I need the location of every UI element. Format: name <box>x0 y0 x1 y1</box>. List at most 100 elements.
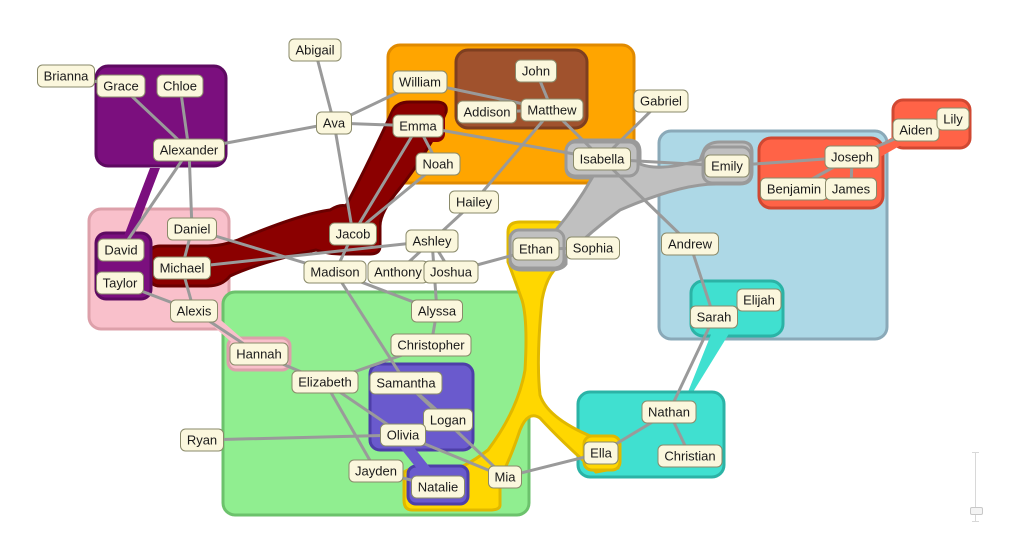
node-label: Isabella <box>580 152 626 167</box>
node-box <box>392 70 448 94</box>
node-david[interactable]: David <box>97 238 145 262</box>
node-box <box>316 111 352 135</box>
node-alexis[interactable]: Alexis <box>170 299 218 323</box>
node-benjamin[interactable]: Benjamin <box>760 177 828 201</box>
zoom-slider[interactable] <box>969 452 983 522</box>
node-box <box>936 107 970 131</box>
node-label: Sophia <box>573 241 614 256</box>
node-label: John <box>522 64 550 79</box>
node-madison[interactable]: Madison <box>303 260 367 284</box>
node-alyssa[interactable]: Alyssa <box>411 299 463 323</box>
node-elijah[interactable]: Elijah <box>736 288 782 312</box>
node-christian[interactable]: Christian <box>657 444 723 468</box>
node-taylor[interactable]: Taylor <box>96 271 144 295</box>
node-mia[interactable]: Mia <box>488 465 522 489</box>
node-abigail[interactable]: Abigail <box>288 38 342 62</box>
node-christopher[interactable]: Christopher <box>390 333 472 357</box>
node-label: Christian <box>664 449 715 464</box>
node-box <box>390 333 472 357</box>
node-box <box>583 441 619 465</box>
node-hannah[interactable]: Hannah <box>229 342 289 366</box>
node-label: Daniel <box>174 222 211 237</box>
node-box <box>153 138 225 162</box>
node-chloe[interactable]: Chloe <box>156 74 204 98</box>
node-emily[interactable]: Emily <box>704 154 750 178</box>
node-hailey[interactable]: Hailey <box>449 190 499 214</box>
node-samantha[interactable]: Samantha <box>369 371 443 395</box>
node-joseph[interactable]: Joseph <box>824 145 880 169</box>
node-ashley[interactable]: Ashley <box>405 229 459 253</box>
node-jacob[interactable]: Jacob <box>329 222 377 246</box>
edge-elizabeth-jayden <box>323 380 378 473</box>
node-box <box>704 154 750 178</box>
node-label: Ethan <box>519 242 553 257</box>
node-box <box>37 64 95 88</box>
node-box <box>392 114 444 138</box>
node-box <box>633 89 689 113</box>
node-grace[interactable]: Grace <box>96 74 146 98</box>
node-label: Logan <box>430 413 466 428</box>
edge-alexander-daniel <box>187 148 194 231</box>
node-box <box>348 459 404 483</box>
node-anthony[interactable]: Anthony <box>367 260 429 284</box>
node-brianna[interactable]: Brianna <box>37 64 95 88</box>
node-box <box>411 299 463 323</box>
node-elizabeth[interactable]: Elizabeth <box>291 370 359 394</box>
node-sophia[interactable]: Sophia <box>566 236 620 260</box>
node-box <box>405 229 459 253</box>
node-ava[interactable]: Ava <box>316 111 352 135</box>
node-box <box>488 465 522 489</box>
node-label: Hailey <box>456 195 493 210</box>
node-box <box>303 260 367 284</box>
node-ella[interactable]: Ella <box>583 441 619 465</box>
node-natalie[interactable]: Natalie <box>411 475 465 499</box>
node-isabella[interactable]: Isabella <box>573 147 631 171</box>
node-label: Elijah <box>743 293 775 308</box>
node-gabriel[interactable]: Gabriel <box>633 89 689 113</box>
node-box <box>329 222 377 246</box>
node-nathan[interactable]: Nathan <box>641 400 697 424</box>
node-box <box>573 147 631 171</box>
node-ryan[interactable]: Ryan <box>180 428 224 452</box>
node-alexander[interactable]: Alexander <box>153 138 225 162</box>
node-label: Ella <box>590 446 612 461</box>
node-james[interactable]: James <box>825 177 877 201</box>
node-addison[interactable]: Addison <box>457 100 517 124</box>
node-box <box>180 428 224 452</box>
node-daniel[interactable]: Daniel <box>167 217 217 241</box>
node-label: Ashley <box>412 234 452 249</box>
edge-madison-samantha <box>333 270 408 385</box>
node-label: Anthony <box>374 265 422 280</box>
node-label: Alexander <box>160 143 219 158</box>
node-andrew[interactable]: Andrew <box>661 232 719 256</box>
node-aiden[interactable]: Aiden <box>892 118 940 142</box>
node-jayden[interactable]: Jayden <box>348 459 404 483</box>
node-lily[interactable]: Lily <box>936 107 970 131</box>
node-william[interactable]: William <box>392 70 448 94</box>
node-noah[interactable]: Noah <box>415 152 461 176</box>
node-ethan[interactable]: Ethan <box>512 237 560 261</box>
node-michael[interactable]: Michael <box>153 256 211 280</box>
node-matthew[interactable]: Matthew <box>520 98 584 122</box>
zoom-slider-tick-bottom <box>972 521 979 522</box>
node-label: Hannah <box>236 347 282 362</box>
zoom-slider-tick-top <box>972 452 979 453</box>
node-john[interactable]: John <box>515 59 557 83</box>
node-emma[interactable]: Emma <box>392 114 444 138</box>
node-box <box>156 74 204 98</box>
node-joshua[interactable]: Joshua <box>423 260 479 284</box>
node-label: Jayden <box>355 464 397 479</box>
node-label: Matthew <box>527 103 577 118</box>
zoom-slider-handle[interactable] <box>970 507 983 515</box>
node-label: Natalie <box>418 480 458 495</box>
node-olivia[interactable]: Olivia <box>380 423 426 447</box>
node-label: Taylor <box>103 276 138 291</box>
node-logan[interactable]: Logan <box>423 408 473 432</box>
node-box <box>824 145 880 169</box>
node-box <box>369 371 443 395</box>
edge-matthew-hailey <box>472 108 554 204</box>
node-label: Ryan <box>187 433 217 448</box>
node-sarah[interactable]: Sarah <box>690 305 738 329</box>
node-label: Alyssa <box>418 304 457 319</box>
